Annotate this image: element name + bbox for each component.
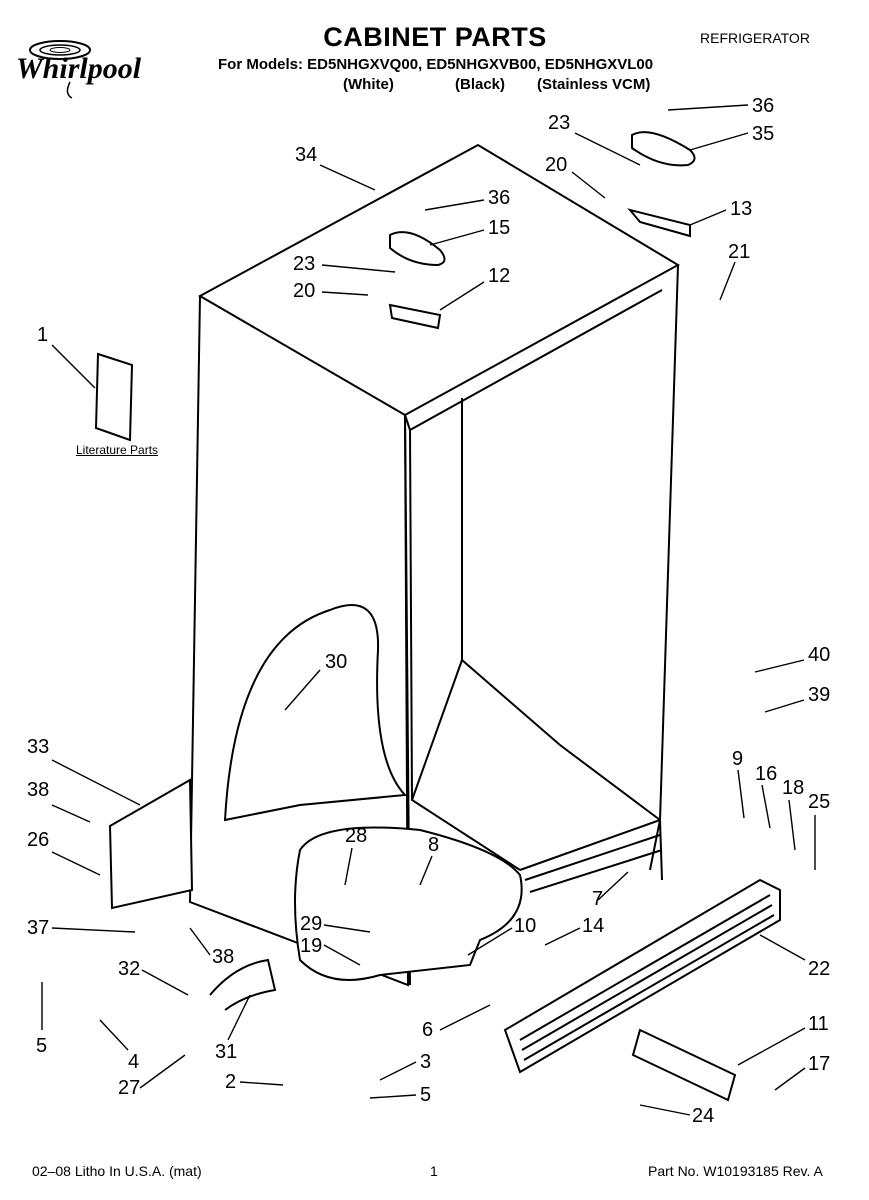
callout-35: 35: [752, 123, 774, 145]
callout-23b: 23: [293, 253, 315, 275]
callout-3: 3: [420, 1051, 431, 1073]
models-line: For Models: ED5NHGXVQ00, ED5NHGXVB00, ED…: [218, 56, 654, 73]
callout-26: 26: [27, 829, 49, 851]
callout-11: 11: [808, 1013, 829, 1035]
callout-7: 7: [592, 888, 603, 910]
callout-22: 22: [808, 958, 830, 980]
top-hinge-left: [388, 303, 442, 330]
literature-book: [94, 352, 134, 442]
callout-14: 14: [582, 915, 604, 937]
callout-16: 16: [755, 763, 777, 785]
footer-part-number: Part No. W10193185 Rev. A: [648, 1163, 823, 1179]
top-hinge-cover-left: [389, 231, 446, 267]
callout-4: 4: [128, 1051, 139, 1073]
callout-38: 38: [27, 779, 49, 801]
callout-25: 25: [808, 791, 830, 813]
literature-parts-label: Literature Parts: [76, 443, 159, 457]
callout-15: 15: [488, 217, 510, 239]
top-hinge-right: [627, 208, 691, 238]
variant-black: (Black): [455, 76, 506, 93]
callout-2: 2: [225, 1071, 236, 1093]
base-grille: [503, 878, 781, 1074]
callout-13: 13: [730, 198, 752, 220]
callout-23: 23: [548, 112, 570, 134]
callout-24: 24: [692, 1105, 714, 1127]
callout-37: 37: [27, 917, 49, 939]
leader-lines: [41, 104, 816, 1116]
top-hinge-cover-right: [631, 131, 696, 167]
callout-19: 19: [300, 935, 322, 957]
callout-30: 30: [325, 651, 347, 673]
callout-29: 29: [300, 913, 322, 935]
machine-compartment: [294, 826, 523, 981]
whirlpool-logo: Whirlpool: [16, 40, 142, 99]
callout-31: 31: [215, 1041, 237, 1063]
callout-10: 10: [514, 915, 536, 937]
footer-printing: 02–08 Litho In U.S.A. (mat): [32, 1163, 202, 1179]
callout-8: 8: [428, 834, 439, 856]
callout-36b: 36: [488, 187, 510, 209]
callout-20b: 20: [293, 280, 315, 302]
appliance-type: REFRIGERATOR: [700, 30, 810, 46]
callout-38b: 38: [212, 946, 234, 968]
callout-28: 28: [345, 825, 367, 847]
callout-40: 40: [808, 644, 830, 666]
callout-12: 12: [488, 265, 510, 287]
callout-33: 33: [27, 736, 49, 758]
callout-27: 27: [118, 1077, 140, 1099]
drain-tube: [209, 958, 277, 1011]
callout-18: 18: [782, 777, 804, 799]
callout-5: 5: [36, 1035, 47, 1057]
callout-34: 34: [295, 144, 317, 166]
callout-6: 6: [422, 1019, 433, 1041]
callout-5b: 5: [420, 1084, 431, 1106]
callout-17: 17: [808, 1053, 830, 1075]
callout-39: 39: [808, 684, 830, 706]
callout-9: 9: [732, 748, 743, 770]
variant-stainless: (Stainless VCM): [537, 76, 651, 93]
callout-1: 1: [37, 324, 48, 346]
page-title: CABINET PARTS: [323, 22, 547, 52]
callout-21: 21: [728, 241, 750, 263]
cutaway-section: [223, 604, 408, 822]
footer-page-number: 1: [430, 1163, 438, 1179]
variant-white: (White): [343, 76, 394, 93]
callout-36: 36: [752, 95, 774, 117]
callout-20: 20: [545, 154, 567, 176]
callout-32: 32: [118, 958, 140, 980]
callout-labels: 36 35 23 20 13 21 34 36 15 23 12 20 1 30…: [27, 95, 830, 1127]
rear-access-panel: [108, 778, 194, 910]
water-filter: [631, 1028, 737, 1102]
svg-text:Whirlpool: Whirlpool: [16, 52, 142, 85]
